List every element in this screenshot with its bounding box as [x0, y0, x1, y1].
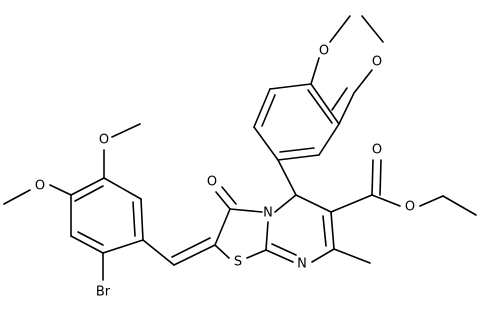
bond — [277, 159, 297, 196]
bond — [221, 186, 237, 205]
bond — [74, 185, 104, 202]
bond — [215, 191, 231, 210]
bond — [277, 154, 320, 161]
atom-ketone-o-label: O — [207, 175, 217, 190]
bond — [261, 94, 276, 127]
atom-imine-n-label: N — [297, 257, 307, 272]
bond — [132, 201, 136, 237]
bond — [49, 184, 72, 196]
bond — [333, 248, 371, 264]
bond — [214, 244, 230, 259]
bond — [271, 243, 297, 256]
atom-ester-carbonyl-o-label: O — [372, 143, 382, 158]
bond — [322, 215, 327, 247]
atom-o2-label: O — [372, 55, 382, 70]
bond — [111, 123, 141, 138]
atom-ring-n-label: N — [263, 206, 273, 221]
bond — [318, 123, 340, 156]
bond — [214, 208, 231, 246]
bromo-dimethoxyphenyl — [3, 123, 144, 281]
bond — [371, 194, 401, 207]
atom-sulfur-label: S — [234, 255, 242, 270]
bond — [310, 57, 320, 85]
atom-methoxy-top-o-label: O — [99, 133, 109, 148]
bond — [265, 221, 269, 251]
atom-o1-label: O — [319, 44, 329, 59]
bond — [330, 194, 373, 213]
bond — [265, 249, 294, 263]
bond — [3, 189, 31, 205]
bond — [246, 249, 267, 259]
bond — [140, 198, 144, 241]
atom-methoxy-left-o-label: O — [35, 179, 45, 194]
bond — [103, 177, 142, 200]
atom-ester-o-label: O — [405, 200, 415, 215]
bond — [142, 239, 175, 266]
benzodioxole-group — [253, 15, 384, 161]
core-ring — [214, 159, 371, 264]
bond — [310, 83, 340, 125]
benzylidene-group — [142, 237, 216, 266]
bond — [253, 126, 279, 161]
bond — [311, 248, 335, 263]
bond — [77, 231, 104, 246]
atom-labels: O O O O O O O N N S Br — [35, 44, 415, 300]
bond — [331, 87, 348, 111]
bond — [353, 69, 373, 94]
ester-group — [330, 159, 477, 216]
bond — [338, 92, 355, 125]
bond — [307, 89, 333, 124]
bond — [229, 208, 263, 213]
bond — [419, 195, 444, 207]
bond — [70, 235, 104, 254]
bond — [379, 159, 382, 196]
bond — [279, 147, 315, 153]
bond — [361, 15, 384, 43]
bond — [330, 211, 335, 250]
bond — [442, 195, 477, 216]
bond — [295, 194, 332, 213]
bond — [173, 244, 216, 266]
bond — [329, 15, 351, 43]
bond — [102, 239, 144, 254]
bond — [171, 237, 211, 258]
bond — [371, 159, 374, 196]
bond — [269, 83, 312, 90]
bond — [70, 177, 105, 196]
bond — [253, 88, 271, 128]
atom-bromine-label: Br — [96, 285, 111, 300]
bond — [274, 194, 297, 213]
